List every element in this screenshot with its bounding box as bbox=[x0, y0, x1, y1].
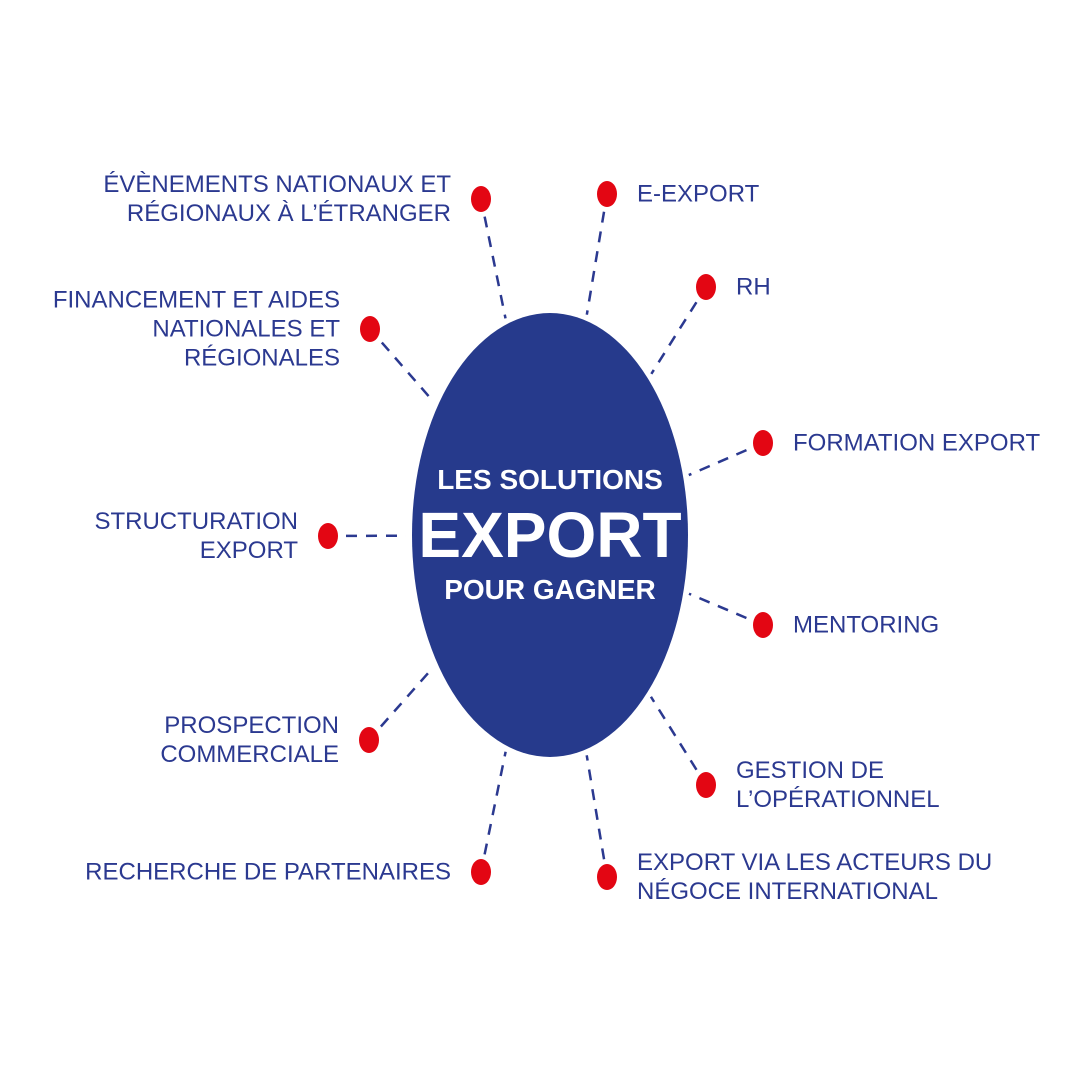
branch-label-group: GESTION DE L’OPÉRATIONNEL bbox=[736, 756, 1066, 814]
branch-dot bbox=[696, 772, 716, 798]
connector-line bbox=[380, 341, 435, 403]
branch-label: NATIONALES ET RÉGIONALES bbox=[152, 315, 340, 372]
connector-line bbox=[585, 211, 606, 315]
branch-dot bbox=[471, 186, 491, 212]
center-title-line3: POUR GAGNER bbox=[444, 574, 656, 605]
branch-label: EXPORT VIA LES ACTEURS DU NÉGOCE INTERNA… bbox=[637, 849, 993, 905]
branch-dot bbox=[753, 612, 773, 638]
branch-label: MENTORING bbox=[793, 611, 940, 639]
branch-dot bbox=[696, 274, 716, 300]
branch-label: RH bbox=[736, 273, 771, 301]
branch-label: E-EXPORT bbox=[637, 180, 760, 208]
branch-label-group: RECHERCHE DE PARTENAIRES bbox=[31, 858, 451, 887]
branch-label: STRUCTURATION EXPORT bbox=[94, 508, 298, 564]
branch-dot bbox=[597, 864, 617, 890]
branch-dot bbox=[360, 316, 380, 342]
branch-label-group: RH bbox=[736, 273, 1036, 302]
connector-lines bbox=[345, 211, 747, 860]
branch-label-group: STRUCTURATION EXPORT bbox=[8, 507, 298, 565]
center-title-line2: EXPORT bbox=[418, 499, 682, 571]
branch-label: FORMATION EXPORT bbox=[793, 429, 1041, 457]
connector-line bbox=[483, 216, 507, 319]
connector-line bbox=[585, 755, 606, 860]
branch-dot bbox=[753, 430, 773, 456]
branch-label: ÉVÈNEMENTS NATIONAUX ET RÉGIONAUX À L’ÉT… bbox=[103, 171, 451, 227]
branch-label-group: FORMATION EXPORT bbox=[793, 429, 1073, 458]
branch-label: RECHERCHE DE PARTENAIRES bbox=[85, 858, 451, 886]
connector-line bbox=[379, 666, 435, 728]
center-title: LES SOLUTIONS EXPORT POUR GAGNER bbox=[412, 462, 688, 608]
connector-line bbox=[650, 301, 698, 375]
branch-dots bbox=[318, 181, 773, 890]
branch-label: GESTION DE L’OPÉRATIONNEL bbox=[736, 757, 940, 813]
branch-label: FINANCEMENT ET AIDES bbox=[52, 286, 340, 314]
branch-label-group: ÉVÈNEMENTS NATIONAUX ET RÉGIONAUX À L’ÉT… bbox=[31, 170, 451, 228]
branch-dot bbox=[318, 523, 338, 549]
connector-line bbox=[688, 448, 747, 477]
branch-label-group: PROSPECTION COMMERCIALE bbox=[9, 711, 339, 769]
branch-label-group: EXPORT VIA LES ACTEURS DU NÉGOCE INTERNA… bbox=[637, 848, 1067, 906]
branch-dot bbox=[597, 181, 617, 207]
connector-line bbox=[688, 592, 747, 620]
connector-line bbox=[483, 751, 507, 855]
branch-label-group: MENTORING bbox=[793, 611, 1073, 640]
branch-dot bbox=[359, 727, 379, 753]
branch-label-group: E-EXPORT bbox=[637, 180, 937, 209]
branch-label: PROSPECTION COMMERCIALE bbox=[160, 712, 339, 768]
connector-line bbox=[649, 696, 698, 771]
center-title-line1: LES SOLUTIONS bbox=[437, 464, 663, 495]
branch-dot bbox=[471, 859, 491, 885]
center-circle bbox=[412, 313, 688, 757]
